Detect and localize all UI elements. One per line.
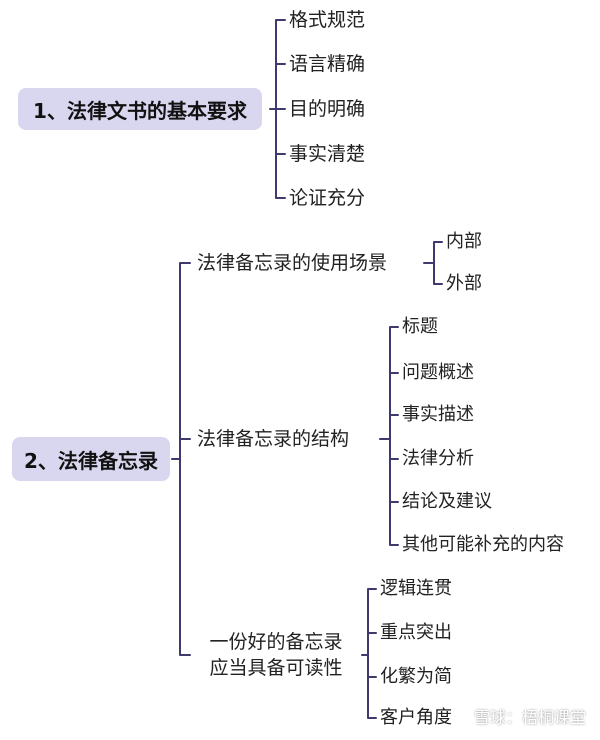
node-focus: 重点突出 [380, 622, 452, 643]
connector-branch3-bracket [361, 588, 377, 719]
node-logical: 逻辑连贯 [380, 578, 452, 599]
node-conclusion: 结论及建议 [402, 491, 492, 512]
node-issue-summary: 问题概述 [402, 362, 474, 383]
node-format: 格式规范 [289, 9, 366, 31]
node-facts: 事实清楚 [289, 143, 366, 165]
node-fact-description: 事实描述 [402, 404, 474, 425]
node-language: 语言精确 [289, 53, 366, 75]
root-node-legal-memo: 2、法律备忘录 [12, 437, 170, 481]
node-internal: 内部 [446, 231, 482, 252]
node-other-content: 其他可能补充的内容 [402, 534, 564, 555]
node-client-view: 客户角度 [380, 707, 452, 728]
connector-branch2-bracket [379, 326, 399, 546]
node-argument: 论证充分 [289, 187, 366, 209]
line-group [171, 19, 443, 719]
connector-s1-bracket [269, 19, 286, 199]
node-usage-scenarios: 法律备忘录的使用场景 [197, 252, 388, 274]
node-external: 外部 [446, 273, 482, 294]
connector-branch1-bracket [423, 241, 443, 285]
node-title: 标题 [402, 316, 438, 337]
node-good-memo-line1: 一份好的备忘录 [209, 631, 343, 653]
node-simplify: 化繁为简 [380, 666, 452, 687]
connector-s2-bracket [171, 262, 191, 656]
watermark: 雪球：梧桐课堂 [473, 708, 586, 727]
node-structure: 法律备忘录的结构 [197, 428, 350, 450]
node-legal-analysis: 法律分析 [402, 448, 474, 469]
root-node-basic-requirements: 1、法律文书的基本要求 [18, 88, 262, 130]
node-good-memo-line2: 应当具备可读性 [209, 657, 343, 679]
node-purpose: 目的明确 [289, 98, 366, 120]
node-good-memo: 一份好的备忘录 应当具备可读性 [194, 629, 358, 681]
